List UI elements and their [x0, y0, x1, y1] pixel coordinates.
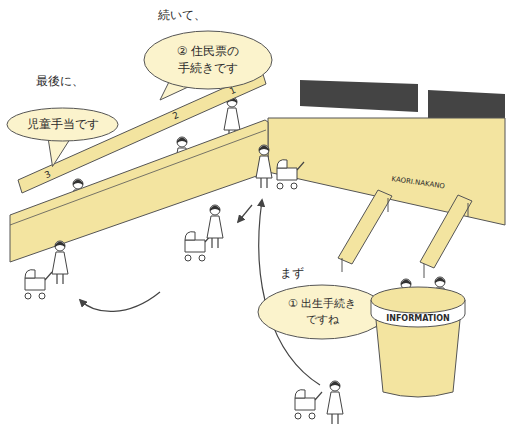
- bubble-heading: 続いて、: [158, 8, 206, 22]
- flow-arrow: [80, 292, 160, 311]
- desk-text: INFORMATION: [368, 314, 468, 324]
- desk-body: [376, 320, 460, 397]
- bubble-heading: まず: [280, 266, 304, 280]
- information-desk: INFORMATION: [368, 284, 468, 402]
- parent: [327, 381, 343, 424]
- parent: [256, 145, 272, 188]
- desk-outline: [368, 284, 468, 402]
- bubble-outline: [257, 284, 387, 340]
- bubble-shape: [258, 285, 386, 339]
- window: [300, 80, 418, 112]
- wall: [268, 118, 505, 225]
- bubble-text: ① 出生手続き ですね: [280, 296, 364, 328]
- parent: [52, 241, 68, 284]
- heading-wrap: 最後に、: [36, 70, 84, 90]
- bubble-text: ② 住民票の 手続きです: [166, 43, 250, 78]
- speech-bubble: 児童手当です最後に、: [6, 107, 119, 142]
- bench: [420, 195, 472, 278]
- bubble-shape: [144, 31, 272, 89]
- bubble-text: 児童手当です: [27, 116, 99, 133]
- heading-wrap: 続いて、: [158, 4, 206, 24]
- flow-arrow: [238, 205, 252, 222]
- counter: [10, 120, 268, 262]
- speech-bubble: ② 住民票の 手続きです続いて、: [143, 30, 273, 90]
- stroller: [25, 270, 52, 299]
- stroller: [277, 160, 304, 189]
- bubble-heading: 最後に、: [36, 74, 84, 88]
- counter-edge: [10, 130, 266, 225]
- bubble-outline: [143, 30, 273, 90]
- speech-bubble: ① 出生手続き ですねまず: [257, 284, 387, 340]
- bubble-shape: [7, 108, 118, 141]
- bubble-tail: [48, 139, 70, 167]
- heading-wrap: まず: [280, 262, 304, 282]
- bench: [338, 190, 392, 272]
- parent: [207, 205, 223, 248]
- desk-top: [371, 287, 465, 313]
- stroller: [295, 390, 322, 419]
